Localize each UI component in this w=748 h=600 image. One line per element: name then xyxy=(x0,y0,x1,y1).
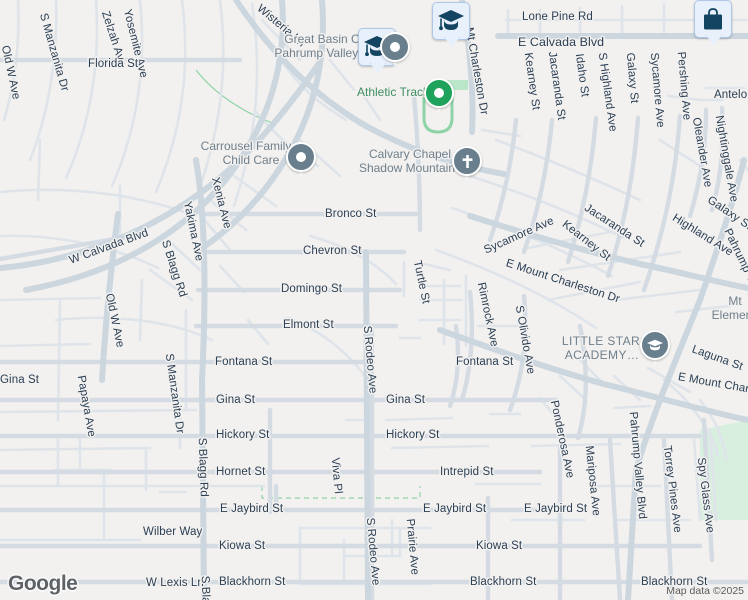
poi-label: ACADEMY… xyxy=(564,348,640,362)
street-label: S Blagg Rd xyxy=(195,437,210,498)
street-label: E Calvada Blvd xyxy=(518,35,605,49)
street-label: Viva Pl xyxy=(328,457,344,495)
poi-label: Mt xyxy=(728,294,742,308)
street-label: Fontana St xyxy=(456,356,514,368)
pin-tip xyxy=(444,37,460,48)
poi-label: Shadow Mountain xyxy=(358,161,456,175)
street-label: W Lexis Ln xyxy=(146,577,204,589)
street-label: Hornet St xyxy=(216,466,266,478)
poi-label: Elemen xyxy=(711,308,748,322)
poi-label: Athletic Track xyxy=(356,85,430,99)
street-label: Gina St xyxy=(0,374,40,386)
dot-icon xyxy=(296,152,306,162)
shopping-marker[interactable] xyxy=(694,0,732,48)
google-logo[interactable]: Google xyxy=(8,572,78,595)
street-label: Fontana St xyxy=(215,356,273,368)
school-marker-mt-charleston[interactable] xyxy=(432,2,470,50)
generic-dot-icon xyxy=(286,142,316,172)
street-label: Intrepid St xyxy=(440,466,494,478)
park-marker-athletic-track[interactable] xyxy=(424,78,454,116)
school-marker-little-star-academy[interactable] xyxy=(640,330,670,368)
street-label: Lone Pine Rd xyxy=(522,11,593,23)
street-label: Florida St xyxy=(88,58,139,70)
street-label: Blackhorn St xyxy=(219,576,286,588)
cross-icon xyxy=(462,154,472,168)
generic-dot-icon xyxy=(380,32,410,62)
street-label: E Jaybird St xyxy=(524,503,588,515)
poi-marker-great-basin-circle[interactable] xyxy=(380,32,410,70)
graduation-cap-icon xyxy=(640,330,670,360)
street-label: Hickory St xyxy=(216,429,270,441)
pin-tip xyxy=(706,35,722,46)
park-dot-icon xyxy=(424,78,454,108)
google-logo-text: Google xyxy=(8,572,78,595)
street-label: Blackhorn St xyxy=(470,576,537,588)
street-label: S Blagg Rd xyxy=(198,576,213,600)
street-label: Gina St xyxy=(386,394,426,406)
street-label: Chevron St xyxy=(303,245,362,257)
pin-disc xyxy=(424,78,454,108)
street-label: Wilber Way xyxy=(143,526,203,538)
street-label: Antelope xyxy=(714,89,748,101)
street-label: Bronco St xyxy=(325,208,377,220)
dot-icon xyxy=(390,42,400,52)
graduation-cap-icon xyxy=(647,339,663,350)
cross-icon xyxy=(452,146,482,176)
map-attribution: Map data ©2025 xyxy=(666,585,744,597)
poi-marker-carrousel-family[interactable] xyxy=(286,142,316,180)
poi-label: LITTLE STAR xyxy=(561,334,641,348)
street-label: Domingo St xyxy=(281,283,343,295)
street-label: E Jaybird St xyxy=(220,503,284,515)
dot-icon xyxy=(434,88,444,98)
poi-label: Calvary Chapel xyxy=(368,147,452,161)
street-label: E Jaybird St xyxy=(423,503,487,515)
street-label: Elmont St xyxy=(283,319,334,331)
church-marker-calvary-chapel[interactable] xyxy=(452,146,482,184)
poi-label: Carrousel Family xyxy=(200,139,292,153)
trail-lines xyxy=(195,69,421,499)
street-label: Kiowa St xyxy=(219,540,266,552)
street-label: Blackhorn St xyxy=(641,576,708,588)
street-label: Gina St xyxy=(216,394,256,406)
street-label: Kiowa St xyxy=(476,540,523,552)
street-label: Hickory St xyxy=(386,429,440,441)
poi-label: Child Care xyxy=(222,153,280,167)
